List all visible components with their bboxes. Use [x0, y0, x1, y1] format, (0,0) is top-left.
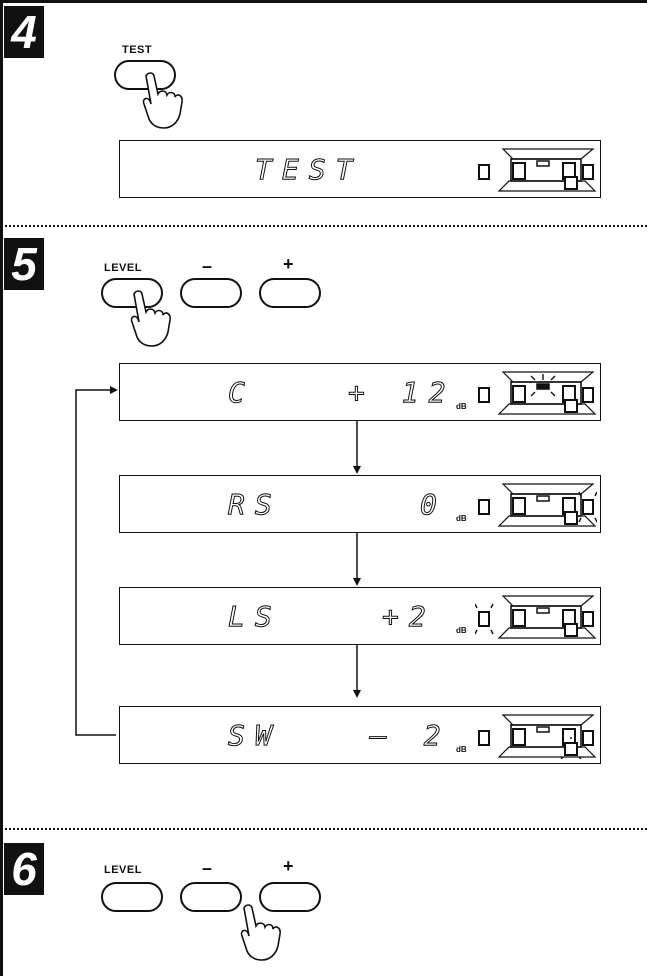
plus-button[interactable] [259, 882, 321, 912]
level-value: + 12 [347, 376, 456, 410]
plus-button-label: + [283, 856, 294, 876]
db-unit: dB [456, 514, 467, 523]
hand-pointer-icon [130, 290, 171, 347]
channel-label: LS [228, 600, 282, 634]
channel-label: RS [228, 488, 282, 522]
lcd-display-center: C + 12 dB [119, 363, 601, 421]
lcd-display-left-surround: LS +2 dB [119, 587, 601, 645]
lcd-display-subwoofer: SW – 2 dB [119, 706, 601, 764]
minus-button[interactable] [180, 882, 242, 912]
lcd-display-test: TEST [119, 140, 601, 198]
step-5-number: 5 [4, 238, 44, 290]
left-rule [0, 0, 3, 976]
level-button-label: LEVEL [104, 864, 142, 876]
test-button-label: TEST [122, 44, 153, 56]
speaker-layout-icon [478, 148, 597, 192]
level-button[interactable] [101, 882, 163, 912]
level-button[interactable] [101, 278, 163, 308]
minus-button-label: – [202, 256, 213, 276]
db-unit: dB [456, 402, 467, 411]
channel-label: C [228, 376, 255, 410]
speaker-layout-icon [475, 595, 597, 639]
hand-pointer-icon [240, 904, 281, 961]
lcd-display-right-surround: RS 0 dB [119, 475, 601, 533]
speaker-layout-icon [478, 483, 597, 527]
hand-pointer-icon [142, 72, 183, 129]
channel-label: SW [228, 719, 282, 753]
plus-button-label: + [283, 254, 294, 274]
level-value: – 2 [370, 719, 451, 753]
speaker-layout-icon [478, 714, 597, 759]
section-divider [0, 225, 647, 227]
step-4-number: 4 [4, 6, 44, 58]
step-6-number: 6 [4, 843, 44, 895]
section-divider [0, 828, 647, 830]
level-value: +2 [382, 600, 436, 634]
test-button[interactable] [114, 60, 176, 90]
plus-button[interactable] [259, 278, 321, 308]
db-unit: dB [456, 626, 467, 635]
speaker-layout-icon [478, 371, 597, 415]
lcd-text: TEST [254, 153, 363, 187]
level-button-label: LEVEL [104, 262, 142, 274]
cycle-arrows [75, 386, 361, 736]
db-unit: dB [456, 745, 467, 754]
top-rule [0, 0, 647, 3]
minus-button-label: – [202, 858, 213, 878]
level-value: 0 [420, 488, 447, 522]
minus-button[interactable] [180, 278, 242, 308]
